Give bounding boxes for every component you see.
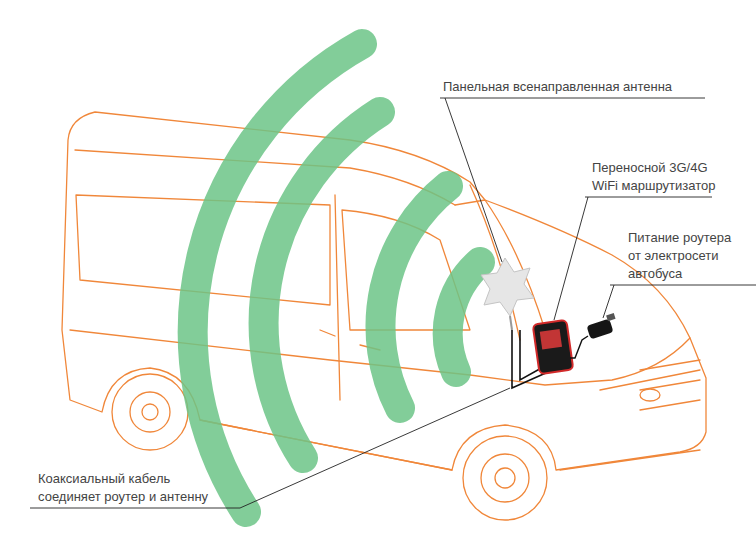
power-plug (570, 313, 616, 358)
antenna-label: Панельная всенаправленная антенна (443, 78, 672, 96)
power-label: Питание роутера от электросети автобуса (628, 229, 740, 283)
cable-label: Коаксиальный кабель соединяет роутер и а… (38, 470, 228, 506)
panel-antenna (481, 258, 534, 330)
wifi-waves (193, 44, 480, 512)
router-label: Переносной 3G/4G WiFi маршрутизатор (592, 159, 722, 195)
leader-lines (30, 98, 756, 508)
router (533, 320, 574, 374)
